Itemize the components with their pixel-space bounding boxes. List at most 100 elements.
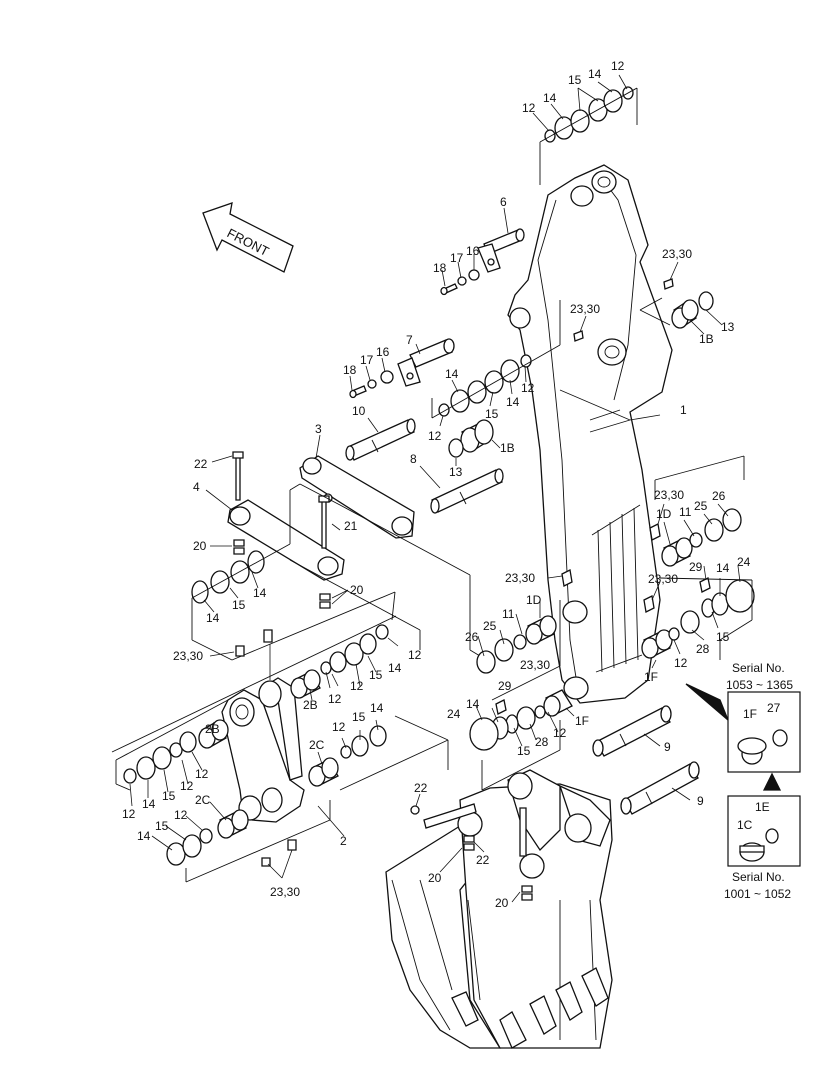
inset-upper-serial-title: Serial No. [732,661,785,675]
label-1d-a: 1D [656,507,672,521]
label-22-c: 22 [476,853,490,867]
label-12-n: 12 [174,808,188,822]
callout-labels: 12 14 15 14 12 6 18 17 16 23,30 23,30 13… [122,59,793,910]
top-washer-stack [532,74,638,185]
label-14-top-a: 14 [543,91,557,105]
label-1b-b: 1B [500,441,515,455]
label-12-k: 12 [195,767,209,781]
label-15-i: 15 [352,710,366,724]
inset-upper-part-a: 1F [743,707,757,721]
label-12-l: 12 [180,779,194,793]
label-1: 1 [680,403,687,417]
label-12-g: 12 [408,648,422,662]
bushing-1d-upper [649,455,745,567]
inset-lower-part-a: 1E [755,800,770,814]
label-3: 3 [315,422,322,436]
label-21: 21 [344,519,358,533]
label-2c-a: 2C [309,738,325,752]
label-12-c: 12 [521,381,535,395]
label-6: 6 [500,195,507,209]
mid-washer-stack [431,300,561,427]
label-12-i: 12 [328,692,342,706]
label-29-b: 29 [498,679,512,693]
label-1b-a: 1B [699,332,714,346]
label-14-d: 14 [506,395,520,409]
label-4: 4 [193,480,200,494]
inset-lower-part-b: 1C [737,818,753,832]
bushing-1b-lower [448,419,501,466]
label-12-d: 12 [428,429,442,443]
label-15-k: 15 [155,819,169,833]
label-12-top-b: 12 [611,59,625,73]
label-23-30-g: 23,30 [648,572,678,586]
grease-fittings-boom [573,261,679,342]
label-12-h: 12 [350,679,364,693]
label-24-a: 24 [737,555,751,569]
label-2b-a: 2B [303,698,318,712]
label-16-a: 16 [466,244,480,258]
label-20-d: 20 [495,896,509,910]
bushing-2b-upper [290,624,399,701]
label-15-l: 15 [716,630,730,644]
bushing-1f-lower [469,689,575,791]
label-14-g: 14 [388,661,402,675]
label-26-b: 26 [465,630,479,644]
label-1d-b: 1D [526,593,542,607]
label-15-g: 15 [369,668,383,682]
label-8: 8 [410,452,417,466]
label-15-e: 15 [232,598,246,612]
label-23-30-d: 23,30 [270,885,300,899]
label-14-j: 14 [142,797,156,811]
label-11-a: 11 [679,505,692,519]
boom-arm [507,164,673,704]
nuts-20-link4 [210,539,349,609]
label-15-m: 15 [517,744,531,758]
bushing-1f-upper [641,565,755,669]
label-2c-b: 2C [195,793,211,807]
label-20-b: 20 [350,583,364,597]
inset-upper-serial-range: 1053 ~ 1365 [726,678,793,692]
label-13-a: 13 [721,320,735,334]
label-17-a: 17 [450,251,464,265]
label-2: 2 [340,834,347,848]
link-3 [299,434,415,539]
bucket [385,769,613,1049]
pin-7-group [349,338,455,399]
label-7: 7 [406,333,413,347]
label-17-b: 17 [360,353,374,367]
label-1f-a: 1F [644,670,658,684]
label-26-a: 26 [712,489,726,503]
label-16-b: 16 [376,345,390,359]
pins-9 [592,705,700,815]
inset-upper-part-b: 27 [767,701,781,715]
label-12-top-a: 12 [522,101,536,115]
label-22-b: 22 [414,781,428,795]
label-14-k: 14 [137,829,151,843]
pin-10 [345,417,416,461]
inset-lower-serial-title: Serial No. [732,870,785,884]
bushing-2b-lower [115,699,229,807]
label-23-30-c: 23,30 [173,649,203,663]
label-23-30-f: 23,30 [505,571,535,585]
washers-link4 [191,483,301,640]
label-12-j: 12 [332,720,346,734]
label-14-m: 14 [466,697,480,711]
label-22-a: 22 [194,457,208,471]
label-15-c: 15 [485,407,499,421]
bushing-2c-upper [308,719,387,787]
label-13-b: 13 [449,465,463,479]
label-14-c: 14 [445,367,459,381]
label-20-a: 20 [193,539,207,553]
label-12-o: 12 [674,656,688,670]
label-24-b: 24 [447,707,461,721]
label-12-m: 12 [122,807,136,821]
grease-fittings-link2 [209,629,297,879]
label-14-f: 14 [253,586,267,600]
label-10: 10 [352,404,366,418]
pin-6-group [440,207,525,296]
label-20-c: 20 [428,871,442,885]
label-29-a: 29 [689,560,703,574]
label-14-l: 14 [716,561,730,575]
label-9-a: 9 [664,740,671,754]
label-14-e: 14 [206,611,220,625]
